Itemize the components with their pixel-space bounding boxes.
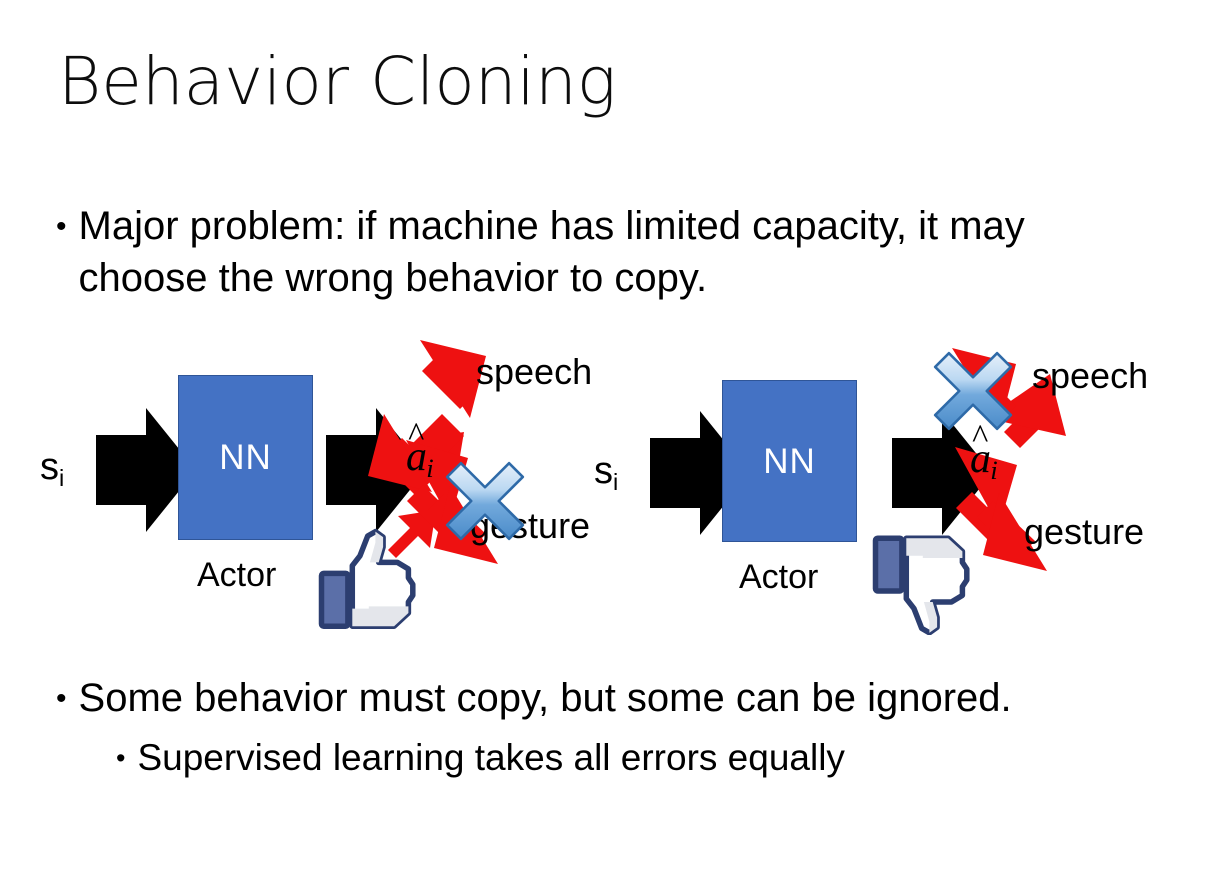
branch-label-speech-right: speech [1032,355,1149,396]
diagram-left-behavior-cloning: si NN Actor ^ ai speech gesture [28,340,628,640]
cross-out-x-icon-gesture-left [442,458,528,544]
hat-accent-icon: ^ [408,416,425,455]
bullet-marker-icon: • [56,682,67,715]
diagram-right-behavior-cloning: si NN Actor ^ ai speech gesture [572,340,1192,640]
hat-accent-icon: ^ [972,418,989,457]
bullet-bottom-2: • Supervised learning takes all errors e… [116,734,1156,782]
actor-caption-left: Actor [197,556,277,594]
actor-caption-right: Actor [739,558,819,596]
bullet-bottom-2-text: Supervised learning takes all errors equ… [137,737,845,778]
input-state-label-left: si [40,446,65,492]
bullet-marker-icon: • [56,210,67,243]
nn-box-label-right: NN [763,441,816,481]
nn-box-right: NN [722,380,857,542]
bullet-top-text: Major problem: if machine has limited ca… [78,204,1025,300]
nn-box-label-left: NN [219,438,272,477]
action-output-label-left: ^ ai [406,416,434,483]
branch-label-speech-left: speech [476,351,593,392]
bullet-top: • Major problem: if machine has limited … [56,200,1116,304]
gesture-branch-arrow-icon [955,447,1047,571]
branch-label-gesture-right: gesture [1024,511,1145,552]
nn-box-left: NN [178,375,313,540]
bullet-marker-icon: • [116,743,126,773]
action-output-label-right: ^ ai [970,418,998,485]
cross-out-x-icon-speech-right [930,348,1016,434]
bullet-bottom-1-text: Some behavior must copy, but some can be… [78,676,1012,720]
input-block-arrow-icon [96,408,196,532]
bullet-bottom-1: • Some behavior must copy, but some can … [56,672,1156,724]
feedback-thumbs-up-icon [316,525,426,635]
feedback-thumbs-down-icon [870,525,980,636]
input-state-label-right: si [594,450,619,496]
page-title: Behavior Cloning [58,43,617,120]
